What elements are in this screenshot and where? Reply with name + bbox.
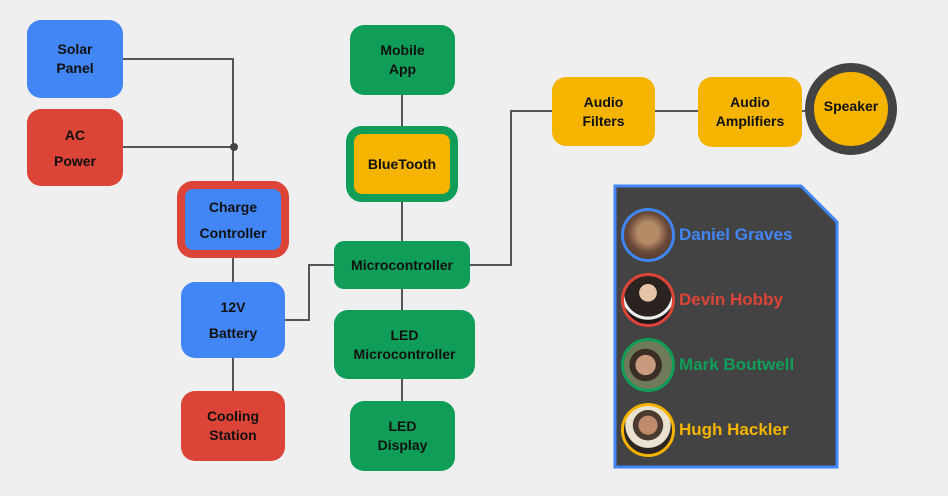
node-bluetooth[interactable]: BlueTooth [346, 126, 458, 202]
node-label: Controller [199, 224, 267, 241]
member-name: Hugh Hackler [679, 420, 789, 439]
wire-micro-to-filters [470, 110, 552, 266]
node-label: Battery [208, 325, 258, 341]
node-label: Speaker [823, 97, 879, 114]
node-audio-amplifiers[interactable]: Audio Amplifiers [698, 77, 802, 147]
team-member: Hugh Hackler [621, 403, 789, 457]
node-mobile-app[interactable]: Mobile App [350, 25, 455, 95]
node-ac-power[interactable]: AC Power [27, 109, 123, 186]
node-label: App [388, 61, 417, 77]
wire-solar-to-junction [123, 58, 234, 182]
node-label: BlueTooth [367, 155, 437, 172]
member-name: Daniel Graves [679, 225, 793, 244]
node-charge-controller[interactable]: Charge Controller [177, 181, 289, 258]
member-name: Mark Boutwell [679, 355, 795, 374]
wire-battery-to-micro [285, 264, 334, 321]
team-member: Mark Boutwell [621, 338, 794, 392]
node-label: LED [390, 326, 419, 343]
node-led-microcontroller[interactable]: LED Microcontroller [334, 310, 475, 379]
node-label: Amplifiers [715, 113, 785, 129]
node-label: Filters [582, 112, 625, 129]
node-label: Station [209, 427, 257, 443]
node-label: Display [377, 437, 428, 453]
team-member: Devin Hobby [621, 273, 783, 327]
node-label: Audio [583, 93, 624, 110]
node-label: Solar [57, 41, 93, 57]
avatar [621, 208, 675, 262]
node-audio-filters[interactable]: Audio Filters [552, 77, 655, 146]
node-label: LED [388, 418, 417, 434]
avatar [621, 338, 675, 392]
team-member: Daniel Graves [621, 208, 792, 262]
node-label: AC [64, 126, 86, 143]
avatar [621, 403, 675, 457]
node-label: Charge [208, 198, 258, 215]
node-label: 12V [220, 299, 246, 315]
avatar [621, 273, 675, 327]
node-label: Cooling [206, 408, 260, 424]
node-label: Microcontroller [353, 345, 456, 362]
node-led-display[interactable]: LED Display [350, 401, 455, 471]
wire-junction-dot [230, 143, 238, 151]
team-panel: Daniel Graves Devin Hobby Mark Boutwell … [613, 184, 839, 469]
node-cooling-station[interactable]: Cooling Station [181, 391, 285, 461]
node-battery[interactable]: 12V Battery [181, 282, 285, 358]
node-label: Audio [730, 94, 770, 110]
node-speaker[interactable]: Speaker [805, 63, 897, 155]
node-solar-panel[interactable]: Solar Panel [27, 20, 123, 98]
member-name: Devin Hobby [679, 290, 783, 309]
node-label: Microcontroller [351, 256, 453, 273]
node-label: Power [53, 152, 96, 169]
node-microcontroller[interactable]: Microcontroller [334, 241, 470, 289]
node-label: Mobile [380, 42, 425, 58]
node-label: Panel [56, 60, 94, 76]
team-panel-background [613, 184, 839, 469]
